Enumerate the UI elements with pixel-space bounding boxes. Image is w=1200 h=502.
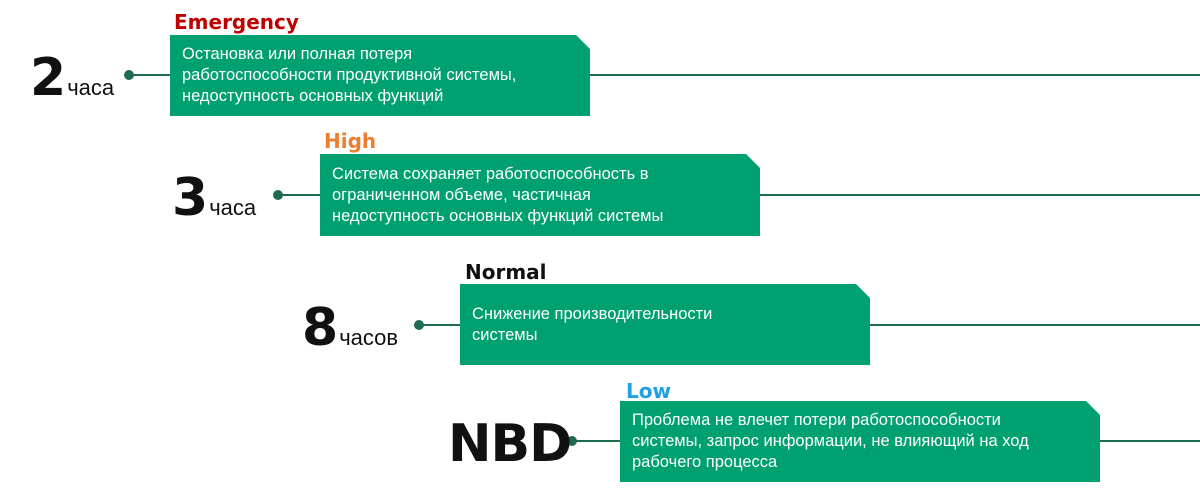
description-line: недоступность основных функций системы: [332, 206, 664, 225]
response-time-unit: часа: [67, 75, 115, 100]
description-box-high: Система сохраняет работоспособность в ог…: [320, 154, 760, 236]
response-time-number: 3: [172, 168, 208, 228]
response-time-number: 8: [302, 298, 338, 358]
description-box-emergency: Остановка или полная потеря работоспособ…: [170, 35, 590, 116]
response-time-high: 3 часа: [172, 172, 256, 224]
description-line: системы: [472, 325, 538, 344]
description-line: Система сохраняет работоспособность в: [332, 164, 649, 183]
priority-level-emergency: Emergency: [174, 10, 299, 34]
description-line: Остановка или полная потеря: [182, 45, 413, 63]
description-line: Снижение производительности: [472, 304, 713, 323]
response-time-unit: часов: [339, 325, 399, 350]
description-line: ограниченном объеме, частичная: [332, 185, 591, 204]
connector-dot-normal: [414, 320, 424, 330]
connector-dot-low: [567, 436, 577, 446]
connector-dot-emergency: [124, 70, 134, 80]
priority-level-high: High: [324, 129, 377, 153]
description-line: работоспособности продуктивной системы,: [182, 66, 517, 84]
response-time-normal: 8 часов: [302, 302, 398, 354]
description-box-normal: Снижение производительности системы: [460, 284, 870, 365]
response-time-low: NBD: [448, 418, 573, 470]
priority-level-normal: Normal: [465, 260, 547, 284]
connector-dot-high: [273, 190, 283, 200]
description-line: Проблема не влечет потери работоспособно…: [632, 411, 1001, 429]
description-box-low: Проблема не влечет потери работоспособно…: [620, 401, 1100, 482]
connector-line-emergency: [129, 74, 1200, 76]
response-time-emergency: 2 часа: [30, 52, 114, 104]
priority-level-low: Low: [626, 379, 671, 403]
description-line: системы, запрос информации, не влияющий …: [632, 432, 1029, 450]
description-line: рабочего процесса: [632, 453, 778, 471]
response-time-number: 2: [30, 48, 66, 108]
description-line: недоступность основных функций: [182, 87, 444, 105]
response-time-number: NBD: [448, 414, 572, 474]
response-time-unit: часа: [209, 195, 257, 220]
